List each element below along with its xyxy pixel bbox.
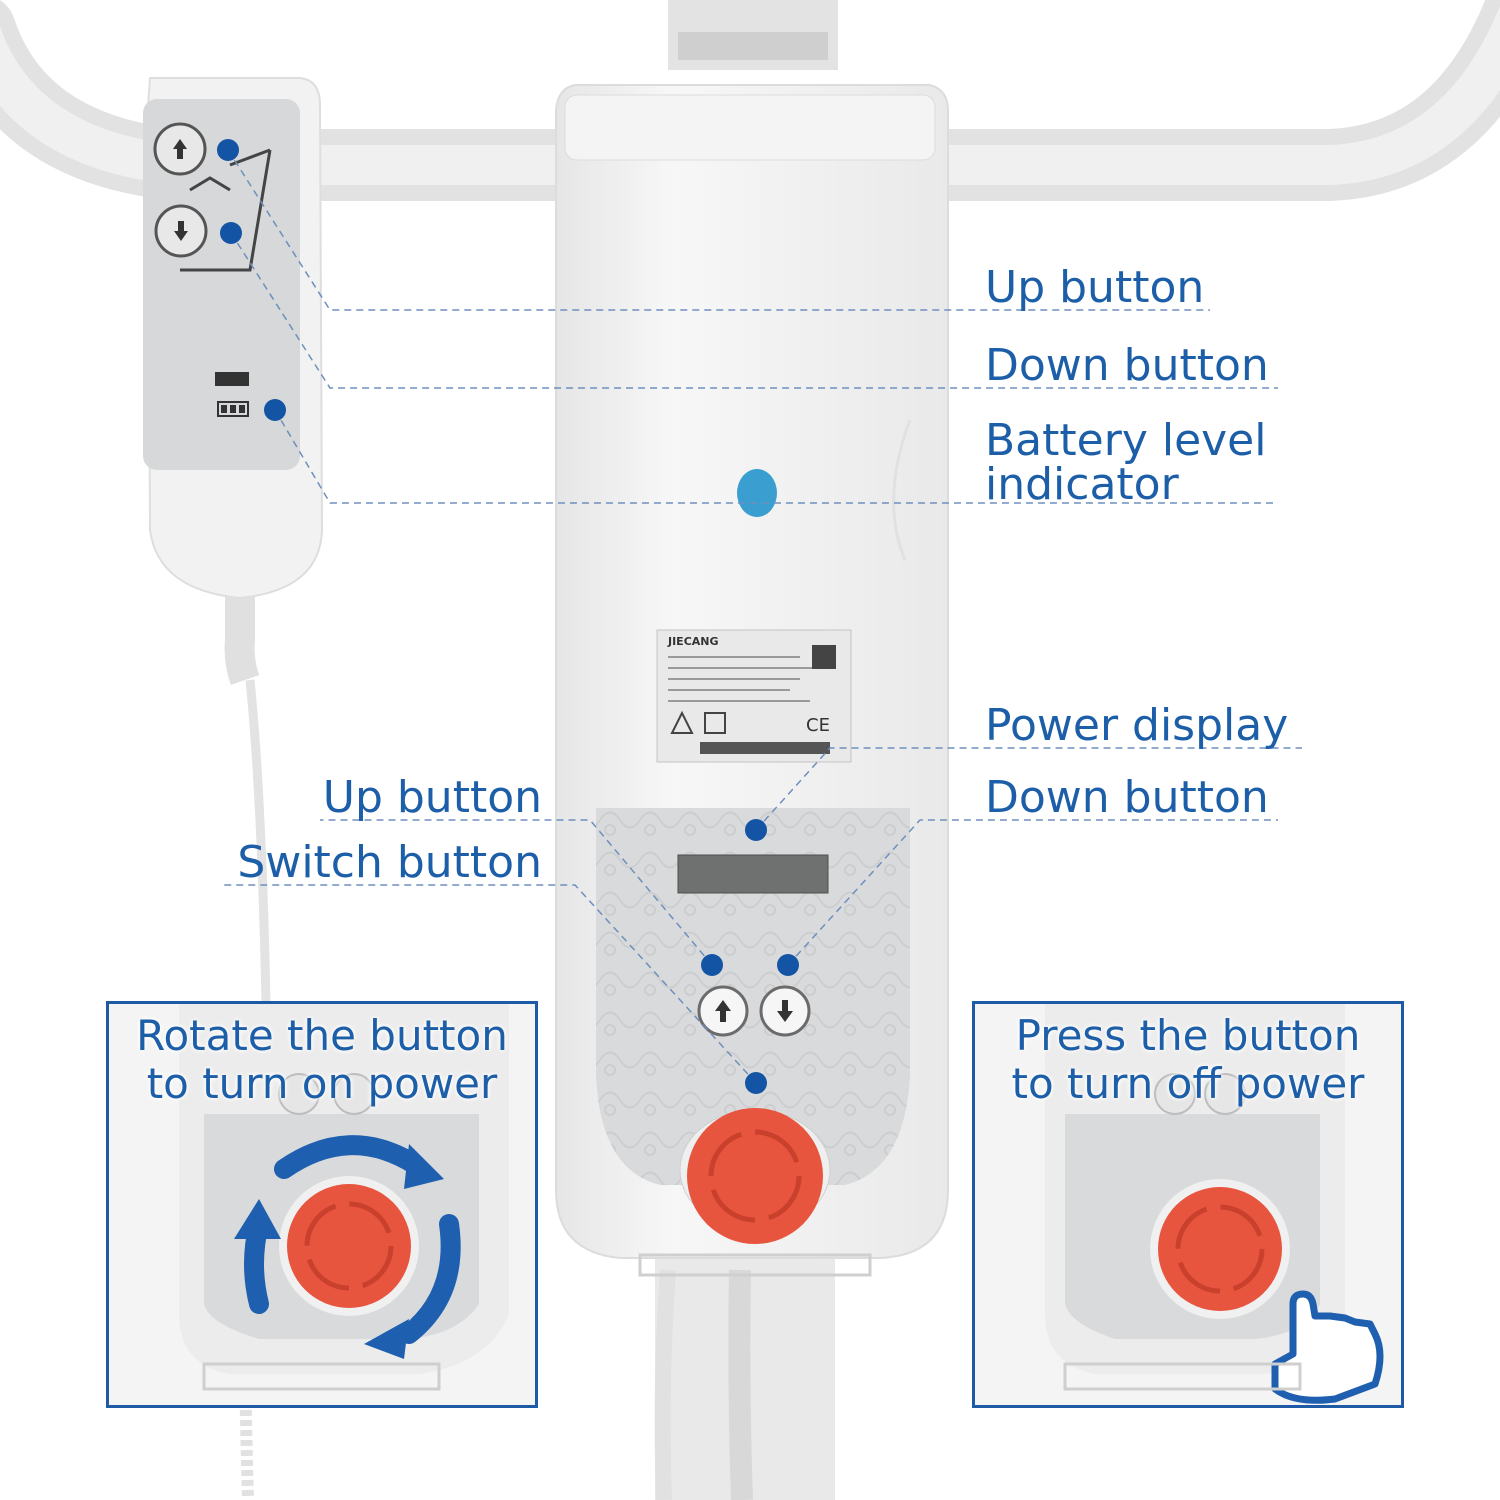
inset-rotate-caption-line2: to turn on power <box>146 1059 498 1108</box>
inset-rotate-caption-line1: Rotate the button <box>136 1011 508 1060</box>
rotate-arrows-icon <box>708 1129 802 1223</box>
hand-remote <box>143 77 324 1500</box>
remote-down-button[interactable] <box>154 204 208 258</box>
callout-power-display-label: Power display <box>985 700 1289 751</box>
callout-lines <box>224 149 1302 1084</box>
callout-remote-up-label: Up button <box>985 262 1205 313</box>
dot-panel-down <box>777 954 799 976</box>
remote-cable <box>245 679 271 1006</box>
down-arrow-icon <box>777 1000 793 1022</box>
inset-rotate-illustration <box>109 1004 535 1405</box>
brand-sticker <box>737 469 777 517</box>
dot-power-display <box>745 819 767 841</box>
panel-down-button[interactable] <box>759 985 811 1037</box>
inset-press-to-power-off: Press the button to turn off power <box>972 1001 1404 1408</box>
callout-battery-label-line2: indicator <box>985 459 1179 510</box>
panel-up-button[interactable] <box>697 985 749 1037</box>
down-arrow-icon <box>174 221 188 241</box>
product-label: JIECANG CE <box>656 629 852 763</box>
callout-switch-label: Switch button <box>237 837 542 888</box>
power-cable <box>728 1269 753 1500</box>
inset-stop-button <box>1158 1187 1282 1311</box>
power-display-screen <box>677 854 829 894</box>
inset-press-caption-line2: to turn off power <box>1011 1059 1365 1108</box>
inset-rotate-to-power-on: Rotate the button to turn on power <box>106 1001 538 1408</box>
callout-dots <box>217 139 799 1094</box>
dot-remote-up <box>217 139 239 161</box>
mast-clamp <box>678 32 828 60</box>
emergency-stop-button[interactable] <box>687 1108 823 1244</box>
remote-up-button[interactable] <box>153 122 207 176</box>
dot-panel-up <box>701 954 723 976</box>
dot-switch <box>745 1072 767 1094</box>
up-arrow-icon <box>715 1000 731 1022</box>
inset-rotate-caption: Rotate the button to turn on power <box>109 1012 535 1108</box>
callout-remote-down-label: Down button <box>985 340 1269 391</box>
battery-icon <box>217 401 249 417</box>
barcode <box>700 742 830 754</box>
dot-battery <box>264 399 286 421</box>
dot-remote-down <box>220 222 242 244</box>
callout-panel-up-label: Up button <box>322 772 542 823</box>
power-cable-2 <box>654 1269 676 1500</box>
inset-press-illustration <box>975 1004 1401 1405</box>
callout-panel-down-label: Down button <box>985 772 1269 823</box>
inset-press-caption-line1: Press the button <box>1015 1011 1361 1060</box>
up-arrow-icon <box>173 139 187 159</box>
control-panel <box>596 808 910 1277</box>
ce-mark: CE <box>806 715 830 736</box>
label-brand: JIECANG <box>667 635 719 648</box>
qr-code <box>812 645 836 669</box>
callout-battery-label-line1: Battery level <box>985 415 1267 466</box>
inset-press-caption: Press the button to turn off power <box>975 1012 1401 1108</box>
inset-stop-button <box>287 1184 411 1308</box>
warning-icon <box>670 710 694 734</box>
